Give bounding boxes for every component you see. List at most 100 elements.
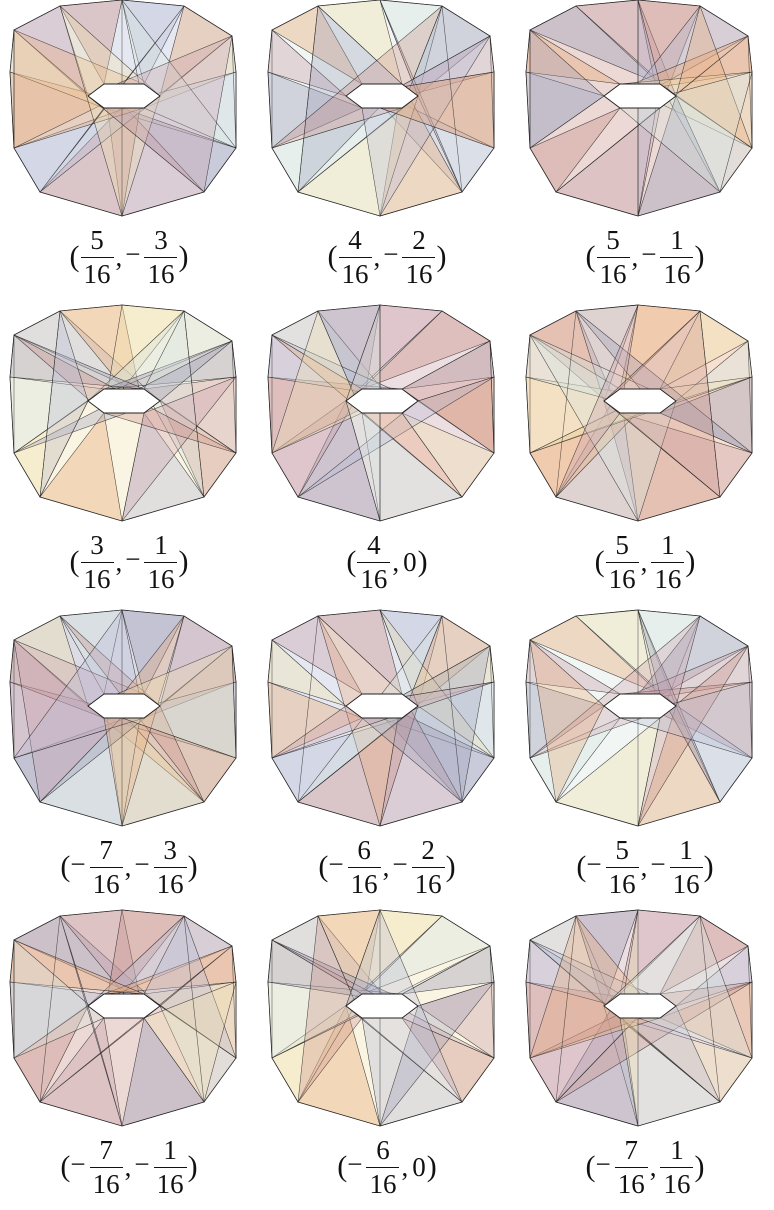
polyhedron-facet (267, 29, 347, 97)
polyhedron-facet (637, 645, 749, 827)
polyhedron-facet (525, 681, 605, 759)
polyhedron-facet (555, 304, 639, 498)
open-paren: ( (337, 1150, 348, 1183)
polyhedron-facet (143, 645, 237, 719)
minus-sign: − (650, 849, 666, 880)
close-paren: ) (426, 1150, 437, 1183)
polyhedron-facet (619, 304, 701, 390)
comma: , (373, 241, 381, 272)
polyhedron-hole (87, 83, 161, 109)
fraction-bar (605, 561, 639, 563)
polyhedron-edge (555, 915, 577, 1103)
close-paren: ) (703, 850, 714, 883)
polyhedron-hole (603, 83, 677, 109)
fraction-numerator: 5 (606, 224, 620, 255)
open-paren: ( (585, 240, 596, 273)
polyhedron-facet (317, 615, 403, 827)
polyhedron-facet (267, 639, 347, 707)
polyhedron-hole (345, 993, 419, 1019)
fraction-numerator: 2 (412, 224, 426, 255)
polyhedron-facet (143, 981, 237, 1103)
polyhedron-faces (525, 609, 753, 827)
polyhedron-facet (361, 35, 491, 217)
polyhedron-facet (59, 915, 123, 1127)
polyhedron-faces (525, 304, 753, 522)
polyhedron-facet (529, 334, 677, 522)
minus-sign: − (125, 544, 141, 575)
polyhedron-facet (271, 334, 463, 498)
polyhedron-facet (603, 645, 753, 707)
polyhedron-facet (13, 915, 161, 1007)
polyhedron-facet (143, 35, 237, 109)
fraction-bar (366, 1166, 400, 1168)
polyhedron-faces (267, 0, 495, 217)
polyhedron-facet (159, 400, 237, 498)
open-paren: ( (69, 545, 80, 578)
minus-sign: − (383, 239, 399, 270)
polyhedron-faces (267, 609, 495, 827)
label-term-b: 0 (402, 547, 418, 578)
polyhedron-facet (121, 376, 237, 522)
polyhedron-facet (9, 71, 145, 149)
polyhedron-edge (747, 645, 753, 759)
polyhedron-edge (297, 615, 319, 803)
fraction-bar (357, 561, 391, 563)
polyhedron-edge (231, 945, 237, 1059)
fraction-denominator: 16 (663, 1168, 691, 1199)
polyhedron-facet (361, 83, 495, 193)
polyhedron-facet (103, 681, 237, 759)
polyhedron-facet (637, 0, 701, 109)
polyhedron-faces (9, 609, 237, 827)
polyhedron-facet (379, 981, 495, 1127)
fraction-bar (651, 561, 685, 563)
fraction-denominator: 16 (92, 1168, 120, 1199)
fraction-numerator: 5 (615, 529, 629, 560)
polyhedron-facet (267, 939, 419, 1007)
minus-sign: − (125, 239, 141, 270)
polyhedron-drawing (9, 909, 237, 1127)
polyhedron-drawing (267, 304, 495, 522)
fraction-denominator: 16 (83, 563, 111, 594)
polyhedron-facet (575, 909, 639, 1007)
polyhedron-edge (39, 915, 61, 1103)
polyhedron-faces (525, 909, 753, 1127)
fraction-numerator: 1 (679, 834, 693, 865)
polyhedron-edge (489, 645, 495, 759)
polyhedron-facet (619, 681, 753, 759)
polyhedron-hole (87, 693, 161, 719)
polyhedron-facet (297, 376, 495, 498)
close-paren: ) (187, 1150, 198, 1183)
fraction-bar (660, 1166, 694, 1168)
fraction-bar (80, 256, 114, 258)
polyhedron-faces (9, 0, 237, 217)
polyhedron-facet (87, 915, 233, 1007)
comma: , (649, 1151, 657, 1182)
polyhedron-facet (9, 639, 105, 719)
polyhedron-facet (271, 993, 363, 1103)
polyhedron-hole (87, 993, 161, 1019)
